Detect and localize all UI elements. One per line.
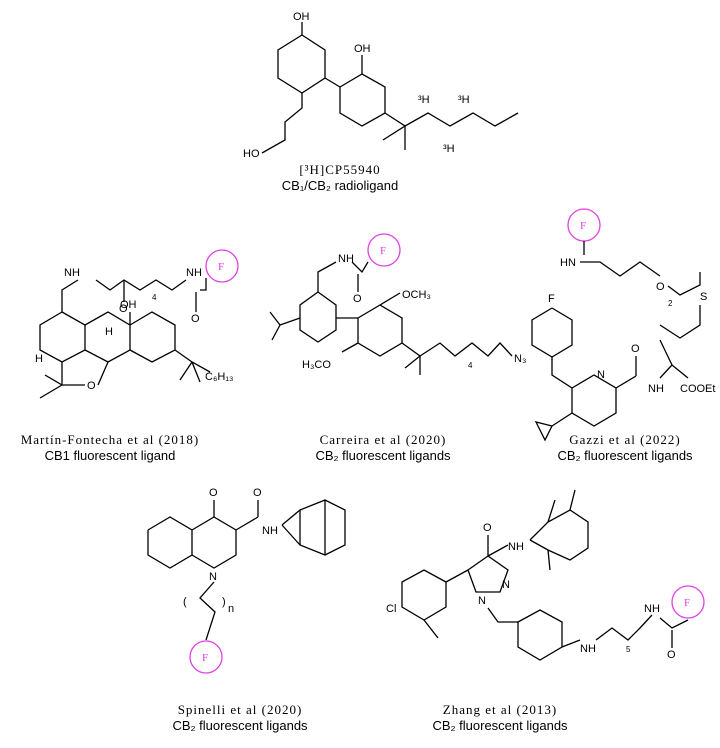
oh-label: OH	[354, 43, 371, 55]
nh-label: NH	[64, 267, 80, 279]
martin-fontecha-structure: F NH O 4 NH O O OH H H C₆H₁₃	[35, 249, 239, 399]
ho-label: HO	[243, 148, 260, 160]
caption-gazzi: Gazzi et al (2022) CB₂ fluorescent ligan…	[530, 432, 720, 464]
compound-name: Spinelli et al (2020)	[177, 702, 303, 717]
spinelli-structure: O N O NH ( ) n F	[147, 487, 346, 674]
fluorophore-circle	[671, 585, 705, 619]
caption-carreira: Carreira et al (2020) CB₂ fluorescent li…	[288, 432, 478, 464]
oh-label: OH	[293, 11, 310, 23]
paren-label: (	[183, 596, 187, 608]
compound-name: [³H]CP55940	[299, 162, 381, 177]
methoxy-label: OCH₃	[402, 289, 431, 301]
caption-cp55940: [³H]CP55940 CB₁/CB₂ radioligand	[270, 162, 410, 194]
carbonyl-o-label: O	[253, 487, 262, 499]
compound-description: CB1 fluorescent ligand	[44, 448, 176, 463]
pyrazole-n-label: N	[478, 595, 486, 607]
repeat-count: n	[228, 603, 234, 615]
compound-name: Martín-Fontecha et al (2018)	[20, 432, 200, 447]
tritium-label: ³H	[418, 94, 430, 106]
tritium-label: ³H	[458, 94, 470, 106]
gazzi-structure: F HN O 2 S F N O NH COOEt	[531, 208, 715, 442]
ether-o-label: O	[656, 281, 665, 293]
fluorophore-label: F	[202, 652, 208, 664]
repeat-count: 4	[152, 293, 157, 302]
nh-label: NH	[648, 383, 664, 395]
cp55940-structure: OH HO OH ³H ³H ³H	[243, 11, 519, 160]
ring-o-label: O	[87, 380, 96, 392]
compound-description: CB₂ fluorescent ligands	[432, 718, 568, 733]
h-label: H	[35, 353, 43, 365]
hexyl-label: C₆H₁₃	[205, 371, 234, 383]
carbonyl-o-label: O	[119, 303, 128, 315]
nh-label: NH	[508, 541, 524, 553]
compound-description: CB₂ fluorescent ligands	[172, 718, 308, 733]
carbonyl-o-label: O	[353, 293, 362, 305]
compound-description: CB₁/CB₂ radioligand	[281, 178, 399, 193]
pyrazole-n-label: N	[502, 579, 510, 591]
fluorophore-circle	[367, 233, 401, 267]
ketone-o-label: O	[209, 487, 218, 499]
nh-label: NH	[186, 267, 202, 279]
fluoro-label: F	[548, 293, 555, 305]
repeat-count: 2	[668, 299, 673, 308]
compound-name: Carreira et al (2020)	[319, 432, 447, 447]
pyridine-n-label: N	[597, 369, 605, 381]
carbonyl-o-label: O	[483, 522, 492, 534]
caption-martin-fontecha: Martín-Fontecha et al (2018) CB1 fluores…	[0, 432, 220, 464]
fluorophore-label: F	[380, 245, 386, 257]
fluorophore-label: F	[684, 597, 690, 609]
caption-zhang: Zhang et al (2013) CB₂ fluorescent ligan…	[400, 702, 600, 734]
compound-name: Zhang et al (2013)	[442, 702, 558, 717]
fluorophore-label: F	[218, 261, 224, 273]
nh-label: NH	[262, 525, 278, 537]
compound-name: Gazzi et al (2022)	[569, 432, 681, 447]
h-label: H	[105, 326, 113, 338]
compound-description: CB₂ fluorescent ligands	[557, 448, 693, 463]
carreira-structure: F NH O OCH₃ H₃CO 4 N₃	[269, 233, 526, 375]
zhang-structure: N N O NH Cl NH 5 NH O F	[386, 489, 705, 661]
caption-spinelli: Spinelli et al (2020) CB₂ fluorescent li…	[140, 702, 340, 734]
tritium-label: ³H	[443, 143, 455, 155]
hn-label: HN	[560, 257, 576, 269]
compound-description: CB₂ fluorescent ligands	[315, 448, 451, 463]
fluorophore-circle	[205, 249, 239, 283]
chloro-label: Cl	[386, 603, 396, 615]
repeat-count: 5	[626, 645, 631, 654]
carbonyl-o-label: O	[191, 313, 200, 325]
carbonyl-o-label: O	[631, 343, 640, 355]
paren-label: )	[222, 596, 226, 608]
fluorophore-circle	[189, 640, 223, 674]
quinoline-n-label: N	[209, 571, 217, 583]
nh-label: NH	[644, 603, 660, 615]
azide-label: N₃	[514, 353, 526, 365]
methoxy-label: H₃CO	[302, 359, 331, 371]
repeat-count: 4	[468, 361, 473, 370]
ester-label: COOEt	[680, 383, 715, 395]
fluorophore-label: F	[580, 220, 586, 232]
nh-label: NH	[580, 643, 596, 655]
sulfur-label: S	[700, 291, 707, 303]
nh-label: NH	[338, 253, 354, 265]
carbonyl-o-label: O	[667, 649, 676, 661]
oh-label: OH	[120, 299, 137, 311]
